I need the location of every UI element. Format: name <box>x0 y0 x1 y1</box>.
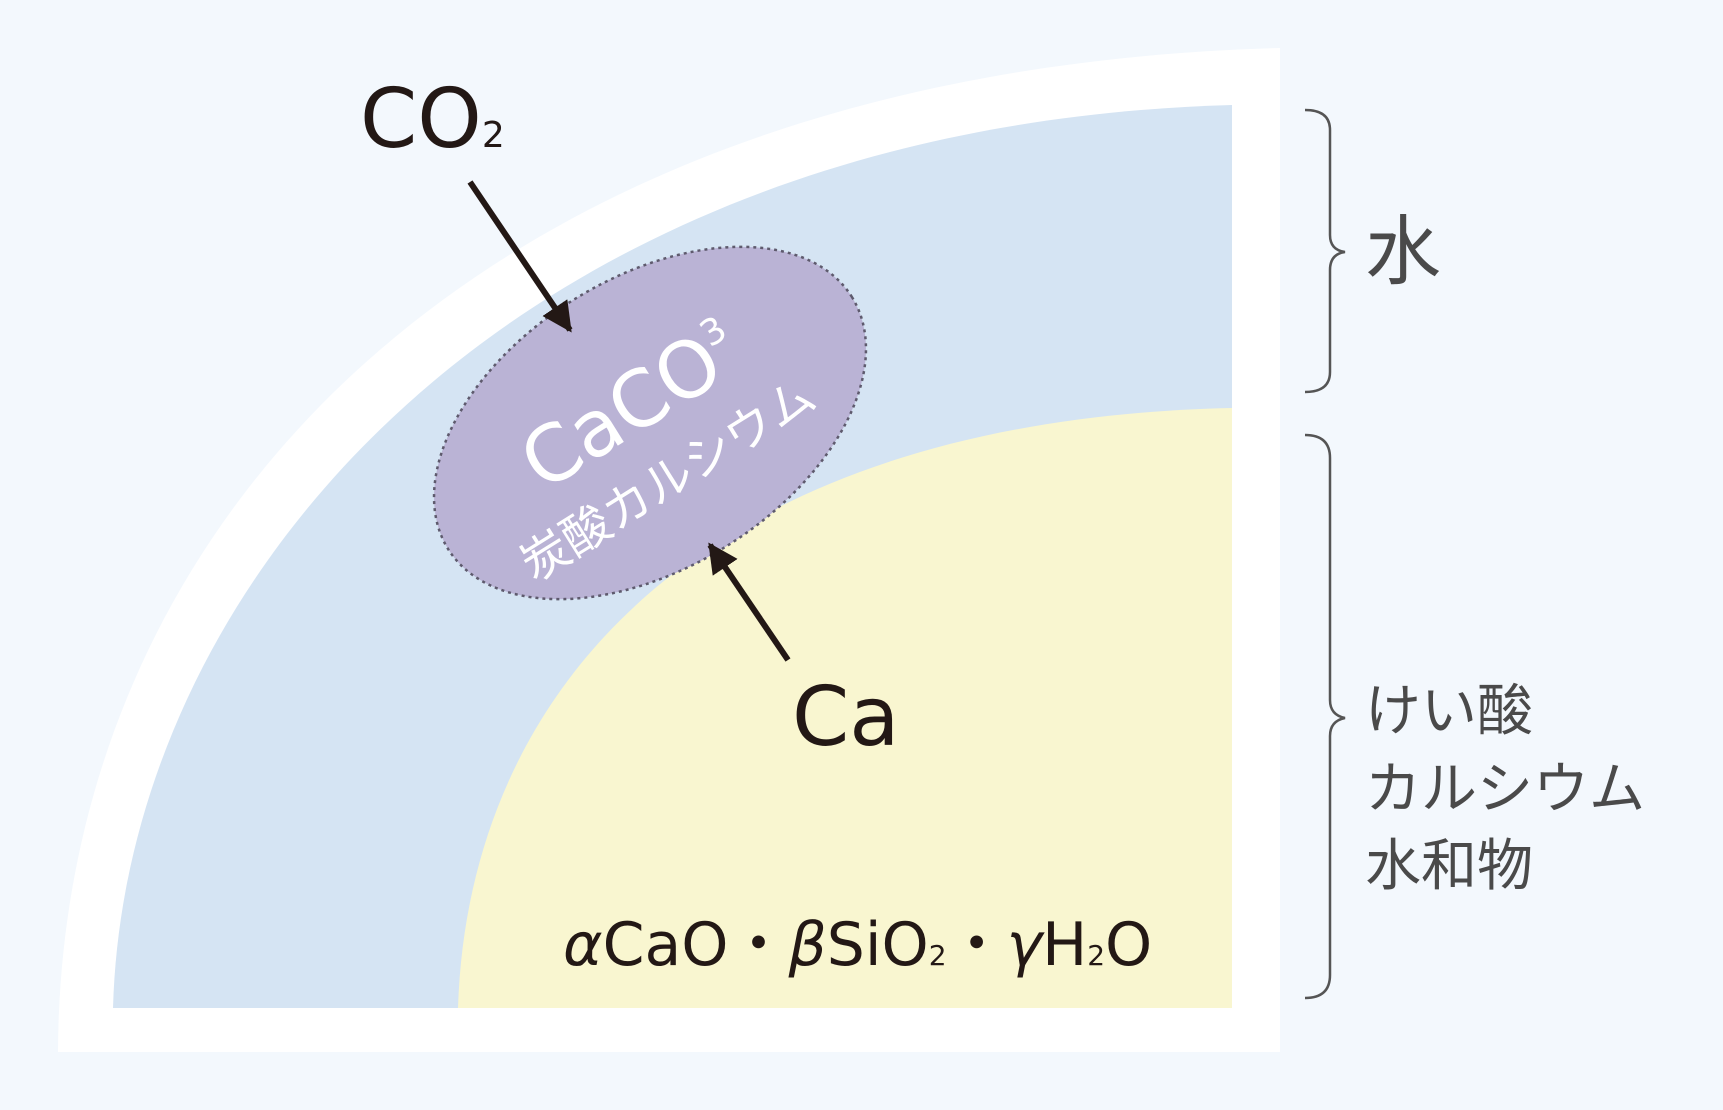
csh-layer <box>458 408 1232 1008</box>
water-bracket <box>1304 108 1346 394</box>
caco3-ellipse <box>432 245 868 601</box>
csh-label-line2: カルシウム <box>1365 757 1645 822</box>
csh-bracket <box>1304 433 1346 1000</box>
csh-label-line3: 水和物 <box>1365 834 1533 899</box>
co2-arrow <box>467 180 573 333</box>
csh-formula: αCaO・βSiO2・γH2O <box>563 910 1152 980</box>
co2-label: CO2 <box>360 72 505 167</box>
ca-arrow <box>707 542 791 662</box>
water-label: 水 <box>1365 207 1441 296</box>
csh-label-line1: けい酸 <box>1365 679 1533 744</box>
ca-label: Ca <box>792 670 900 765</box>
